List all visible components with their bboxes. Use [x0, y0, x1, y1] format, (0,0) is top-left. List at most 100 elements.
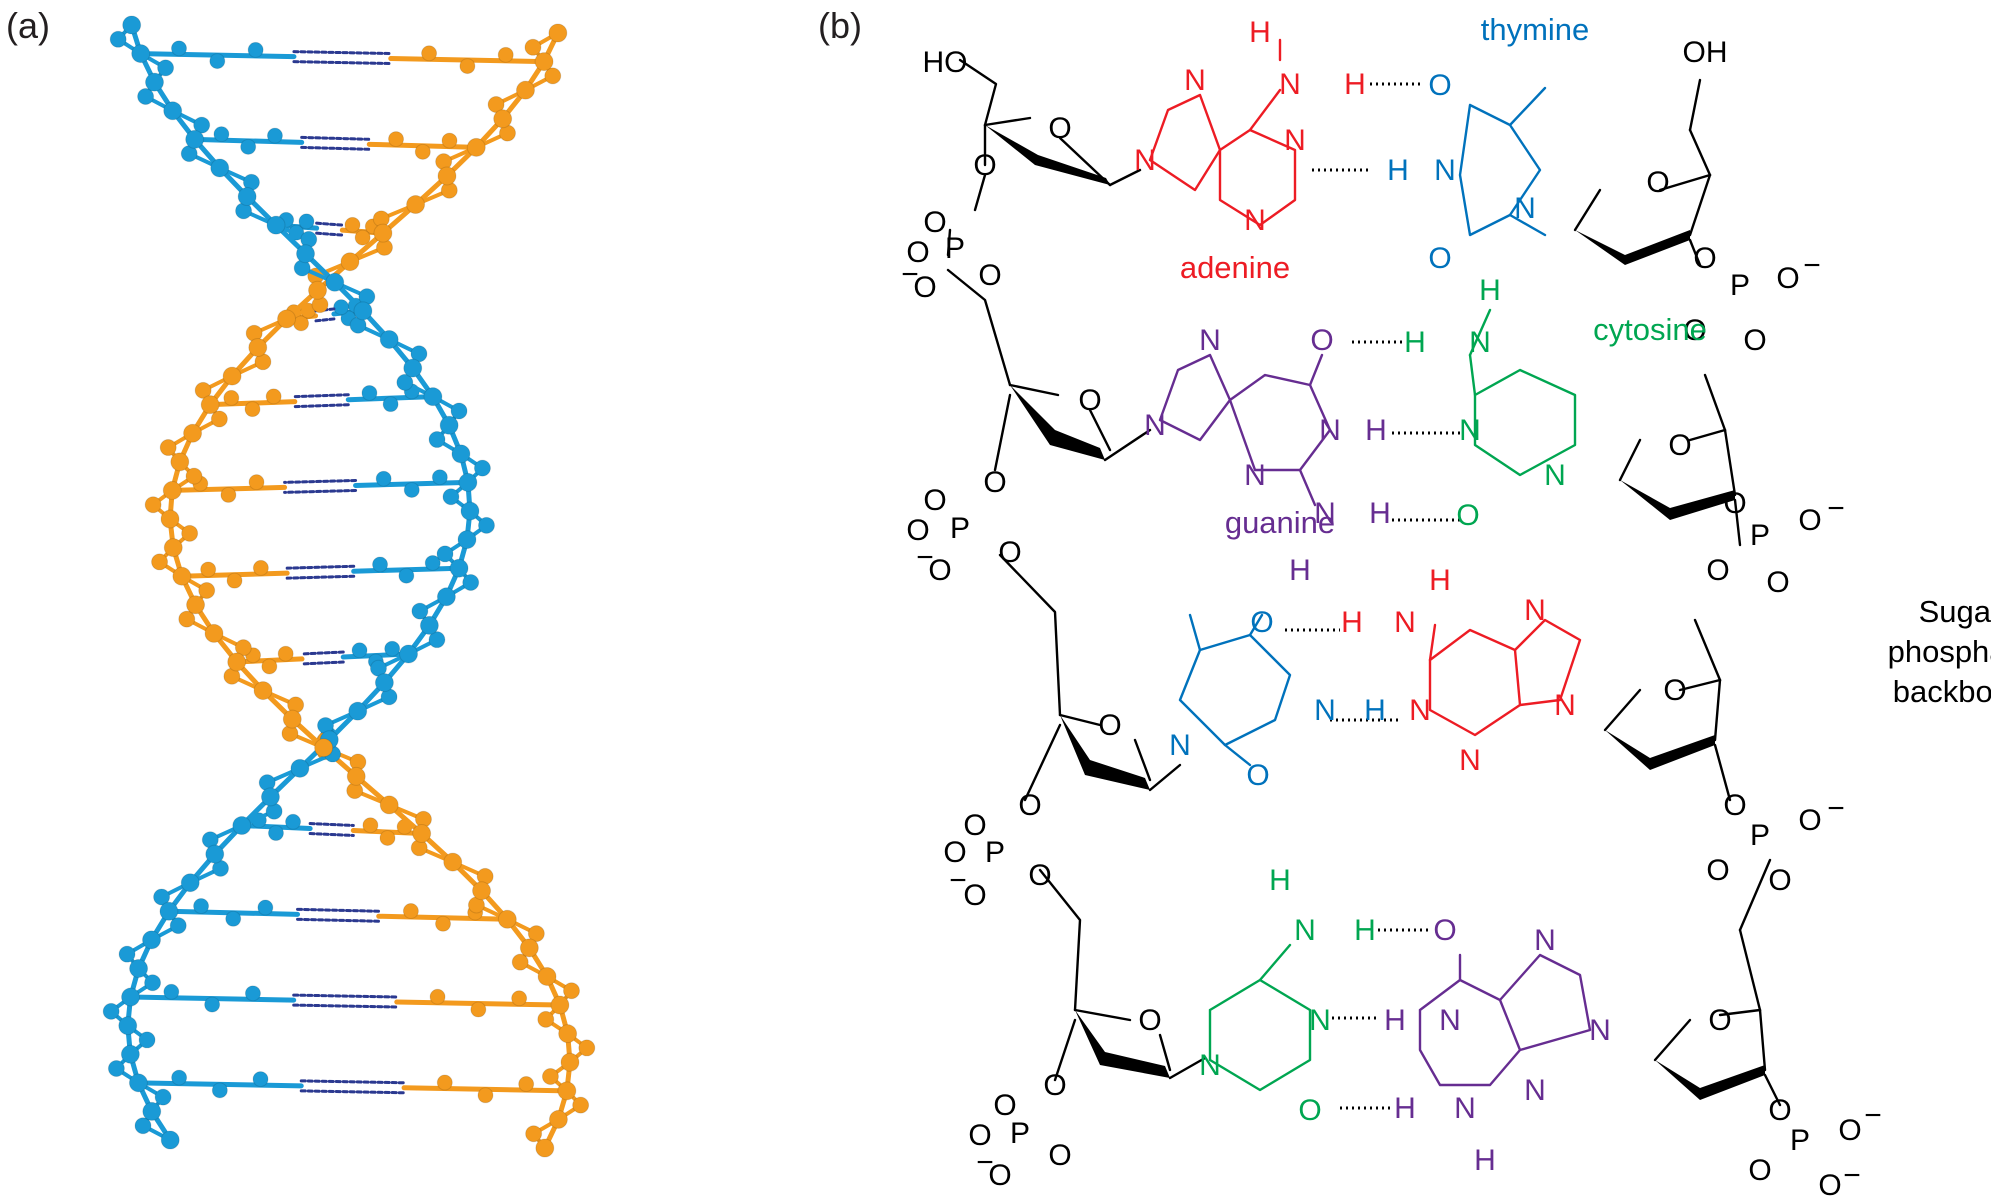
atom-label: N	[1524, 594, 1546, 627]
atom-label: O	[1098, 709, 1121, 742]
atom-label: N	[1534, 924, 1556, 957]
hydrogen-bonds	[1285, 82, 1462, 1110]
atom-label: O	[1456, 499, 1479, 532]
atom-label: H	[1354, 914, 1376, 947]
atom-label: N	[1514, 192, 1536, 225]
atom-label: OH	[1683, 36, 1728, 69]
atom-label: P	[950, 512, 970, 545]
atom-label: H	[1384, 1004, 1406, 1037]
atom-label: O	[906, 236, 929, 269]
label-cytosine: cytosine	[1593, 312, 1707, 347]
atom-label: O	[1706, 554, 1729, 587]
atom-label: O	[983, 466, 1006, 499]
atom-label: O	[928, 554, 951, 587]
atom-label: H	[1387, 154, 1409, 187]
minus-sign: −	[949, 864, 967, 897]
minus-sign: −	[901, 258, 919, 291]
sugar-left-1	[946, 58, 1142, 257]
dna-double-helix-model	[102, 15, 596, 1158]
minus-sign: −	[1827, 492, 1845, 525]
atom-label: O	[1708, 1004, 1731, 1037]
atom-label: O	[1663, 674, 1686, 707]
atom-label: P	[945, 232, 965, 265]
atom-label: O	[1298, 1094, 1321, 1127]
atom-label: N	[1144, 409, 1166, 442]
atom-label: O	[1018, 789, 1041, 822]
atom-label: O	[1078, 384, 1101, 417]
atom-label: P	[1010, 1117, 1030, 1150]
atom-label: N	[1589, 1014, 1611, 1047]
atom-label: O	[1646, 166, 1669, 199]
atom-label: O	[1818, 1169, 1841, 1202]
sugar-right-4	[1653, 858, 1782, 1107]
atom-label: N	[1244, 204, 1266, 237]
atom-label: O	[1768, 1094, 1791, 1127]
atom-label: O	[1748, 1154, 1771, 1187]
atom-label: O	[1723, 789, 1746, 822]
atom-label: O	[1798, 504, 1821, 537]
atom-label: H	[1474, 1144, 1496, 1177]
atom-label: H	[1344, 68, 1366, 101]
atom-label: N	[1169, 729, 1191, 762]
atom-label: O	[968, 1119, 991, 1152]
atom-label: H	[1394, 1092, 1416, 1125]
atom-label: HO	[923, 46, 968, 79]
atom-label: N	[1434, 154, 1456, 187]
atom-label: N	[1199, 324, 1221, 357]
atom-label: N	[1284, 124, 1306, 157]
atom-label: O	[1768, 864, 1791, 897]
atom-label: H	[1365, 414, 1387, 447]
atom-label: H	[1341, 606, 1363, 639]
atom-label: N	[1459, 744, 1481, 777]
atom-label: P	[1750, 519, 1770, 552]
atom-label: H	[1369, 497, 1391, 530]
atom-label: H	[1249, 16, 1271, 49]
adenine-ring-1	[1148, 38, 1297, 227]
sugar-right-2	[1618, 373, 1742, 547]
label-backbone: phosphate	[1888, 634, 1991, 669]
atom-label: H	[1479, 274, 1501, 307]
atom-label: N	[1199, 1049, 1221, 1082]
minus-sign: −	[1803, 249, 1821, 282]
atom-label: O	[973, 149, 996, 182]
atom-label: O	[1838, 1114, 1861, 1147]
atom-label: O	[1798, 804, 1821, 837]
atom-label: O	[923, 206, 946, 239]
atom-label: N	[1409, 694, 1431, 727]
atom-label: N	[1314, 497, 1336, 530]
label-thymine: thymine	[1481, 12, 1590, 47]
panel-label-b: (b)	[818, 5, 862, 46]
atom-label: O	[1433, 914, 1456, 947]
label-guanine: guanine	[1225, 505, 1335, 540]
atom-label: O	[1428, 242, 1451, 275]
atom-label: N	[1459, 414, 1481, 447]
atom-label: N	[1454, 1092, 1476, 1125]
minus-sign: −	[1827, 792, 1845, 825]
atom-label: O	[906, 514, 929, 547]
minus-sign: −	[916, 541, 934, 574]
sugar-right-1	[1573, 78, 1712, 267]
minus-sign: −	[1843, 1159, 1861, 1192]
atom-label: O	[1428, 69, 1451, 102]
cytosine-ring-2	[1468, 308, 1577, 477]
atom-label: N	[1279, 68, 1301, 101]
atom-label: N	[1439, 1004, 1461, 1037]
atom-label: N	[1314, 694, 1336, 727]
panel-label-a: (a)	[6, 5, 50, 46]
atom-label: H	[1364, 694, 1386, 727]
atom-label: N	[1469, 326, 1491, 359]
atom-label: O	[1043, 1069, 1066, 1102]
atom-label: O	[1766, 566, 1789, 599]
atom-label: H	[1429, 564, 1451, 597]
atom-label: O	[1668, 429, 1691, 462]
label-adenine: adenine	[1180, 250, 1290, 285]
atom-label: O	[943, 836, 966, 869]
atom-label: O	[988, 1159, 1011, 1192]
atom-label: N	[1524, 1074, 1546, 1107]
label-backbone: Sugar	[1919, 594, 1991, 629]
atom-label: P	[985, 836, 1005, 869]
atom-label: O	[1250, 606, 1273, 639]
thymine-ring-3	[1178, 613, 1292, 767]
cytosine-ring-4	[1208, 943, 1312, 1092]
